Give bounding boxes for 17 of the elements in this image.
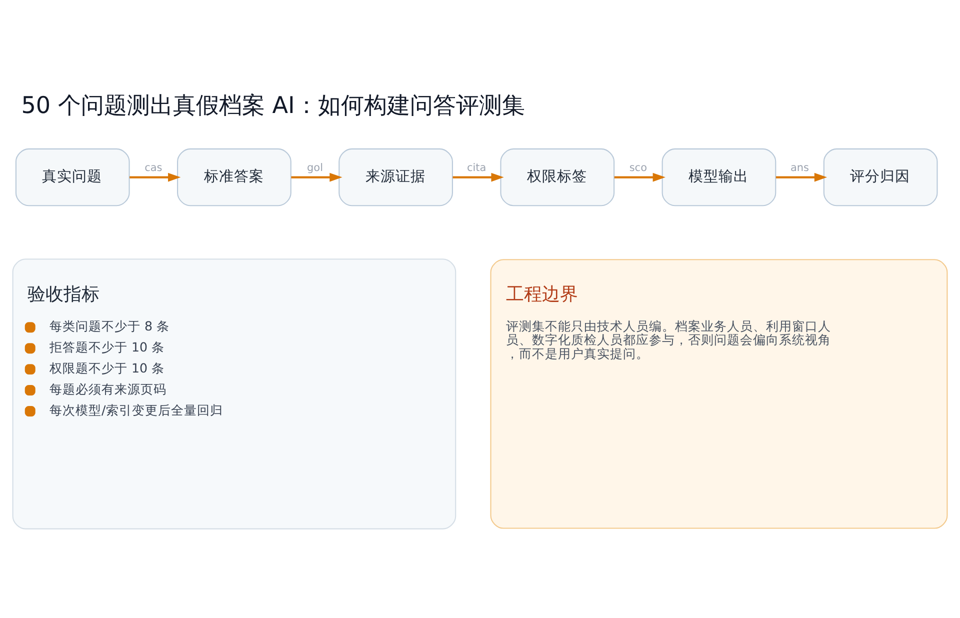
arrow bbox=[776, 172, 828, 182]
edge-label: ans bbox=[790, 161, 810, 174]
node-box: 来源证据 bbox=[338, 148, 453, 206]
node-box: 评分归因 bbox=[823, 148, 938, 206]
diagram-title: 50 个问题测出真假档案 AI：如何构建问答评测集 bbox=[21, 92, 525, 118]
arrow bbox=[452, 172, 504, 182]
node-box: 权限标签 bbox=[500, 148, 615, 206]
edge-label: cas bbox=[144, 161, 162, 174]
arrow bbox=[614, 172, 666, 182]
node-box: 模型输出 bbox=[662, 148, 776, 206]
edge-label: gol bbox=[307, 161, 323, 174]
node-box: 标准答案 bbox=[177, 148, 292, 206]
arrow bbox=[130, 172, 181, 182]
arrow bbox=[291, 172, 342, 182]
edge-label: cita bbox=[466, 161, 486, 174]
edge-label: sco bbox=[629, 161, 648, 174]
node-box: 真实问题 bbox=[15, 148, 130, 206]
